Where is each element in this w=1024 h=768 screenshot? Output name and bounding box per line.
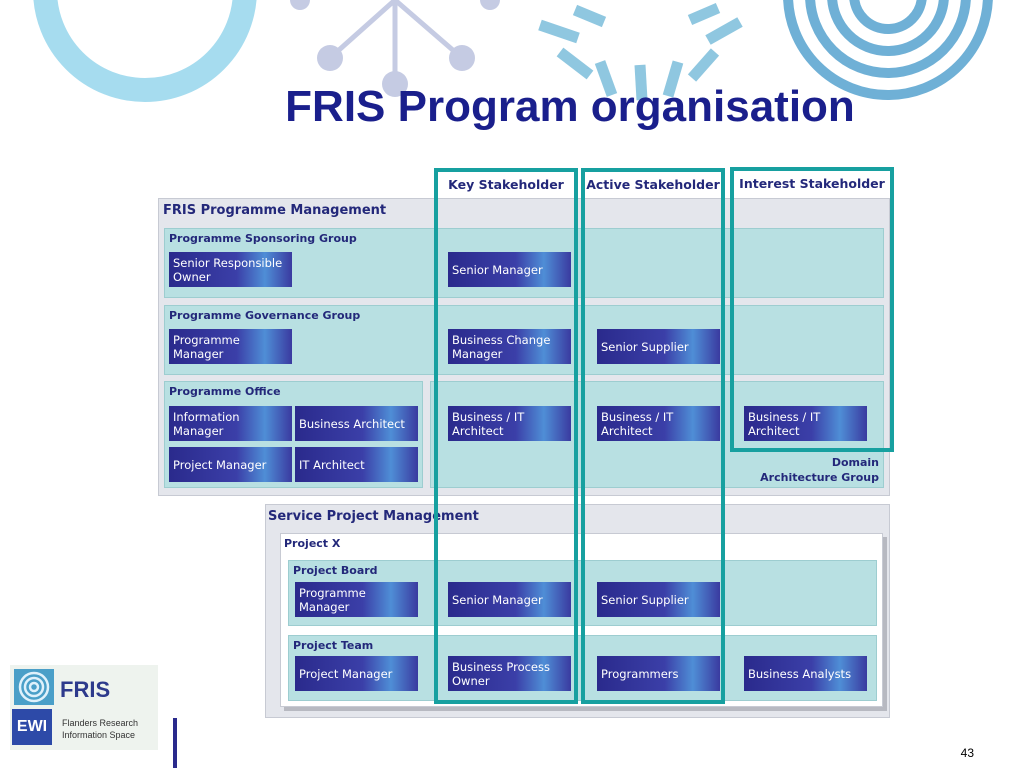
page-number: 43 [960,746,974,760]
role-business-it-architect-interest: Business / IT Architect [744,406,867,441]
domain-architecture-label: Domain Architecture Group [740,455,879,485]
role-senior-supplier-governance: Senior Supplier [597,329,720,364]
logo-subtitle-line2: Information Space [62,730,136,740]
logo-subtitle-line1: Flanders Research [62,718,139,728]
project-x-title: Project X [284,537,341,550]
programme-management-title: FRIS Programme Management [163,203,387,218]
sponsoring-group-title: Programme Sponsoring Group [169,232,357,245]
active-stakeholder-label: Active Stakeholder [586,177,720,192]
role-business-process-owner: Business Process Owner [448,656,571,691]
role-business-architect: Business Architect [295,406,418,441]
logo-subtitle: Flanders Research Information Space [62,717,152,741]
project-board-title: Project Board [293,564,378,577]
logo-ewi-mark: EWI [12,709,52,745]
fris-spiral-icon [14,669,54,705]
domain-label-line2: Architecture Group [760,471,879,484]
decorative-sunburst-shape [538,2,743,101]
project-team-title: Project Team [293,639,374,652]
role-project-manager-office: Project Manager [169,447,292,482]
programme-office-title: Programme Office [169,385,281,398]
role-information-manager: Information Manager [169,406,292,441]
role-business-change-manager: Business Change Manager [448,329,571,364]
role-business-it-architect-key: Business / IT Architect [448,406,571,441]
role-senior-responsible-owner: Senior Responsible Owner [169,252,292,287]
role-programme-manager-board: Programme Manager [295,582,418,617]
interest-stakeholder-label: Interest Stakeholder [739,176,885,191]
key-stakeholder-frame [434,168,578,704]
role-senior-manager-board: Senior Manager [448,582,571,617]
page-title: FRIS Program organisation [285,82,855,131]
role-business-analysts: Business Analysts [744,656,867,691]
interest-stakeholder-frame [730,167,894,452]
role-senior-manager-sponsoring: Senior Manager [448,252,571,287]
role-programme-manager: Programme Manager [169,329,292,364]
role-business-it-architect-active: Business / IT Architect [597,406,720,441]
decorative-spiral-shape [783,0,993,100]
fris-ewi-logo: FRIS EWI Flanders Research Information S… [10,665,158,750]
role-project-manager-team: Project Manager [295,656,418,691]
role-programmers: Programmers [597,656,720,691]
decorative-network-shape [290,0,500,97]
role-senior-supplier-board: Senior Supplier [597,582,720,617]
domain-label-line1: Domain [831,456,879,469]
logo-fris-text: FRIS [60,677,111,702]
active-stakeholder-frame [581,168,725,704]
service-project-management-title: Service Project Management [268,509,479,524]
decorative-ring-shape [33,0,257,102]
key-stakeholder-label: Key Stakeholder [448,177,564,192]
logo-divider-bar [173,718,177,768]
role-it-architect: IT Architect [295,447,418,482]
governance-group-title: Programme Governance Group [169,309,361,322]
decorative-header-graphics [33,0,993,102]
